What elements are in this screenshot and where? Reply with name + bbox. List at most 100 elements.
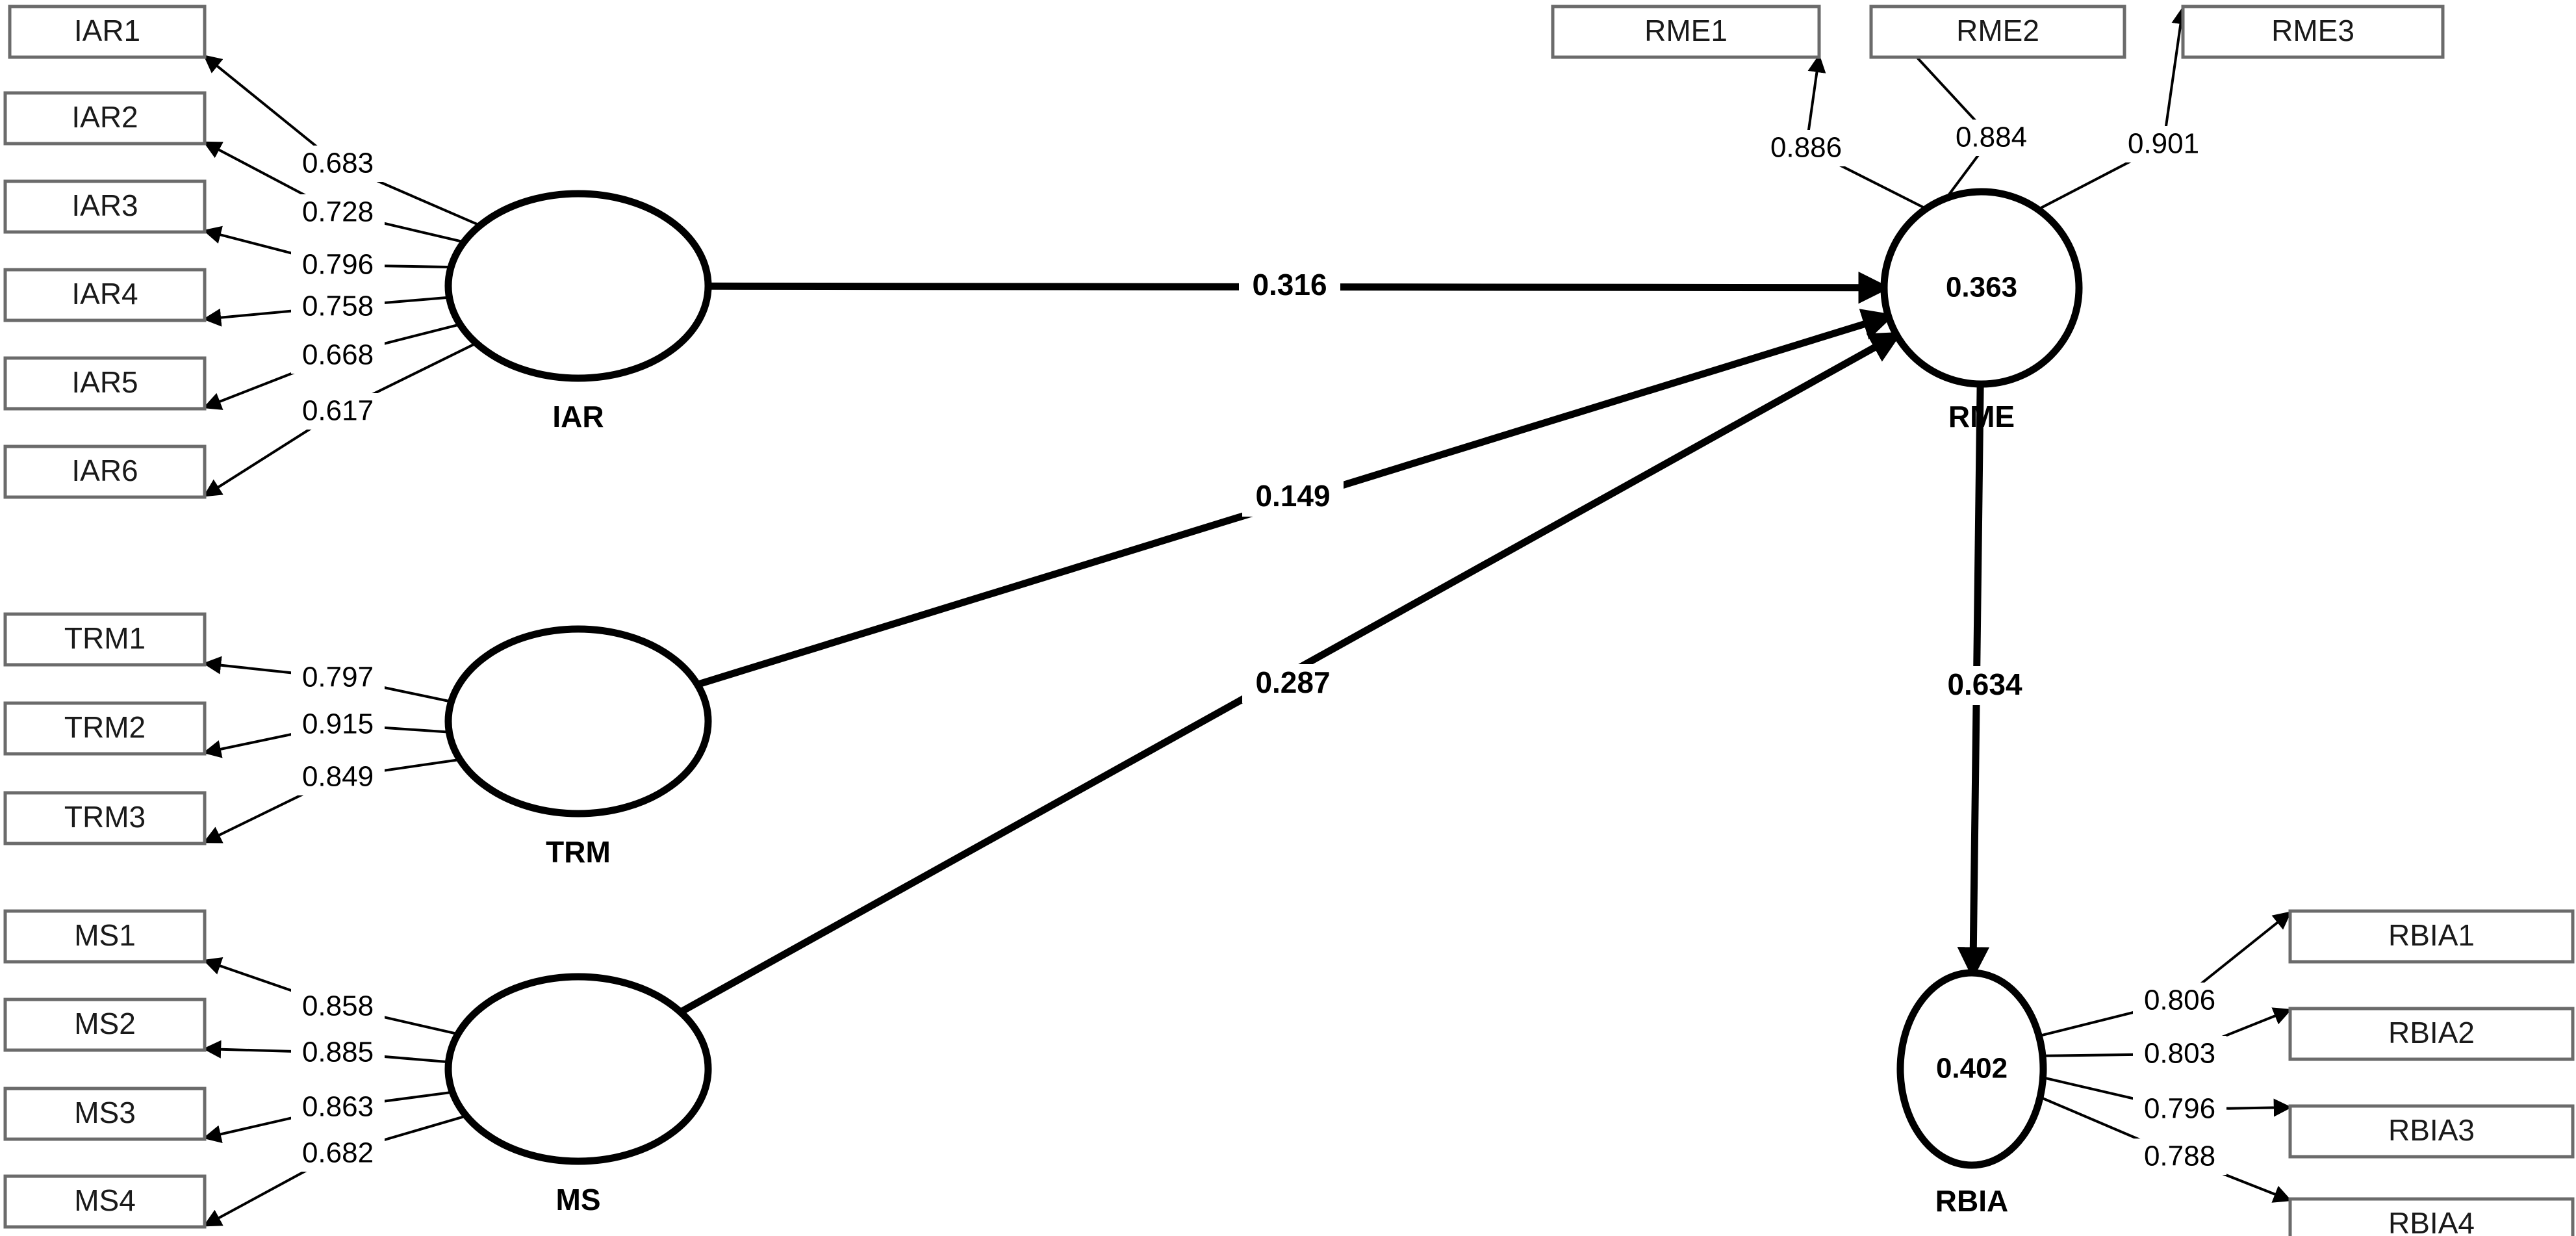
indicator-box-iar6[interactable]: IAR6: [3, 444, 207, 499]
latent-variable-ms[interactable]: MS: [444, 973, 712, 1217]
indicator-box-rect: [2288, 1197, 2575, 1236]
loading-label-text: 0.884: [1956, 122, 2027, 153]
loading-label-backdrop: [291, 289, 385, 325]
indicator-box-label: IAR4: [71, 277, 138, 311]
latent-variable-label: IAR: [552, 400, 604, 433]
indicator-box-rect: [2181, 5, 2445, 59]
indicator-box-trm2[interactable]: TRM2: [3, 701, 207, 756]
loading-label-text: 0.901: [2128, 128, 2199, 160]
indicator-box-iar1[interactable]: IAR1: [8, 5, 207, 59]
structural-labels-group: 0.316 0.149 0.287 0.634: [1239, 266, 2035, 705]
loading-label-iar5: 0.668: [291, 337, 385, 374]
indicator-box-rect: [2288, 909, 2575, 964]
structural-label-ms-rme: 0.287: [1242, 664, 1344, 703]
loading-label-rme1: 0.886: [1759, 130, 1853, 166]
indicator-box-label: RME1: [1644, 14, 1728, 47]
latent-variable-label: TRM: [546, 835, 611, 869]
loading-label-text: 0.796: [2144, 1093, 2215, 1125]
structural-label-backdrop: [1242, 478, 1344, 517]
loading-label-rbia1: 0.806: [2133, 983, 2226, 1019]
loading-label-backdrop: [291, 337, 385, 374]
latent-ellipse: [444, 625, 712, 818]
indicator-box-ms2[interactable]: MS2: [3, 998, 207, 1052]
indicator-box-label: RBIA1: [2388, 918, 2475, 952]
indicator-box-label: MS1: [74, 918, 136, 952]
loading-label-backdrop: [2133, 1139, 2226, 1175]
structural-label-text: 0.634: [1947, 667, 2022, 701]
indicator-box-label: IAR5: [71, 365, 138, 399]
indicator-box-label: RBIA3: [2388, 1113, 2475, 1147]
loading-label-backdrop: [1945, 120, 2038, 156]
indicator-box-rect: [3, 91, 207, 146]
indicator-box-iar3[interactable]: IAR3: [3, 179, 207, 234]
indicator-box-rect: [3, 1174, 207, 1229]
indicator-box-iar4[interactable]: IAR4: [3, 268, 207, 322]
latent-r-squared-value: 0.402: [1936, 1053, 2008, 1085]
indicator-box-label: IAR3: [71, 188, 138, 222]
indicator-box-rme1[interactable]: RME1: [1551, 5, 1821, 59]
indicator-box-rect: [3, 791, 207, 845]
indicator-box-label: TRM1: [64, 621, 146, 655]
indicator-box-iar2[interactable]: IAR2: [3, 91, 207, 146]
indicator-box-rme2[interactable]: RME2: [1869, 5, 2126, 59]
loading-label-backdrop: [291, 146, 385, 182]
indicator-box-rect: [3, 268, 207, 322]
structural-label-text: 0.287: [1255, 665, 1330, 699]
loading-label-text: 0.668: [302, 339, 374, 371]
loading-label-text: 0.683: [302, 148, 374, 179]
latent-variable-label: RBIA: [1935, 1184, 2008, 1218]
indicator-box-rect: [2288, 1104, 2575, 1159]
indicator-box-iar5[interactable]: IAR5: [3, 356, 207, 411]
structural-label-backdrop: [1239, 266, 1340, 305]
loading-label-backdrop: [291, 660, 385, 696]
loading-label-trm1: 0.797: [291, 660, 385, 696]
indicator-box-trm3[interactable]: TRM3: [3, 791, 207, 845]
structural-label-iar-rme: 0.316: [1239, 266, 1340, 305]
indicator-box-ms3[interactable]: MS3: [3, 1087, 207, 1141]
loading-label-backdrop: [291, 194, 385, 231]
structural-label-rme-rbia: 0.634: [1934, 666, 2035, 705]
indicator-box-ms4[interactable]: MS4: [3, 1174, 207, 1229]
loading-label-iar1: 0.683: [291, 146, 385, 182]
loading-label-backdrop: [291, 1035, 385, 1071]
indicator-box-ms1[interactable]: MS1: [3, 909, 207, 964]
indicator-box-rect: [3, 612, 207, 667]
indicator-box-label: IAR1: [74, 14, 140, 47]
indicator-box-rbia4[interactable]: RBIA4: [2288, 1197, 2575, 1236]
loading-label-iar6: 0.617: [291, 393, 385, 430]
latent-variable-trm[interactable]: TRM: [444, 625, 712, 869]
latent-variable-iar[interactable]: IAR: [444, 190, 712, 433]
indicator-box-rect: [3, 356, 207, 411]
structural-label-text: 0.149: [1255, 479, 1330, 513]
loading-labels-group: 0.6830.7280.7960.7580.6680.6170.7970.915…: [291, 120, 2226, 1175]
loading-label-backdrop: [291, 988, 385, 1025]
latent-variable-label: MS: [556, 1183, 601, 1217]
loading-label-backdrop: [291, 393, 385, 430]
loading-label-ms3: 0.863: [291, 1089, 385, 1126]
loading-label-text: 0.682: [302, 1137, 374, 1169]
loading-label-iar2: 0.728: [291, 194, 385, 231]
loading-label-rme2: 0.884: [1945, 120, 2038, 156]
loading-label-trm2: 0.915: [291, 706, 385, 743]
loading-label-backdrop: [2133, 1036, 2226, 1072]
indicator-box-rbia1[interactable]: RBIA1: [2288, 909, 2575, 964]
loading-label-backdrop: [291, 706, 385, 743]
indicator-box-label: TRM3: [64, 800, 146, 834]
loading-label-backdrop: [2133, 1091, 2226, 1127]
indicator-box-rect: [3, 701, 207, 756]
indicator-box-label: IAR2: [71, 100, 138, 134]
indicator-box-rbia3[interactable]: RBIA3: [2288, 1104, 2575, 1159]
loading-label-text: 0.915: [302, 708, 374, 740]
loading-label-text: 0.858: [302, 990, 374, 1022]
latent-variable-label: RME: [1948, 400, 2015, 433]
indicator-box-label: RBIA2: [2388, 1016, 2475, 1049]
indicator-box-rme3[interactable]: RME3: [2181, 5, 2445, 59]
structural-paths-group: [678, 271, 1990, 1016]
indicator-box-rbia2[interactable]: RBIA2: [2288, 1007, 2575, 1061]
indicator-box-trm1[interactable]: TRM1: [3, 612, 207, 667]
